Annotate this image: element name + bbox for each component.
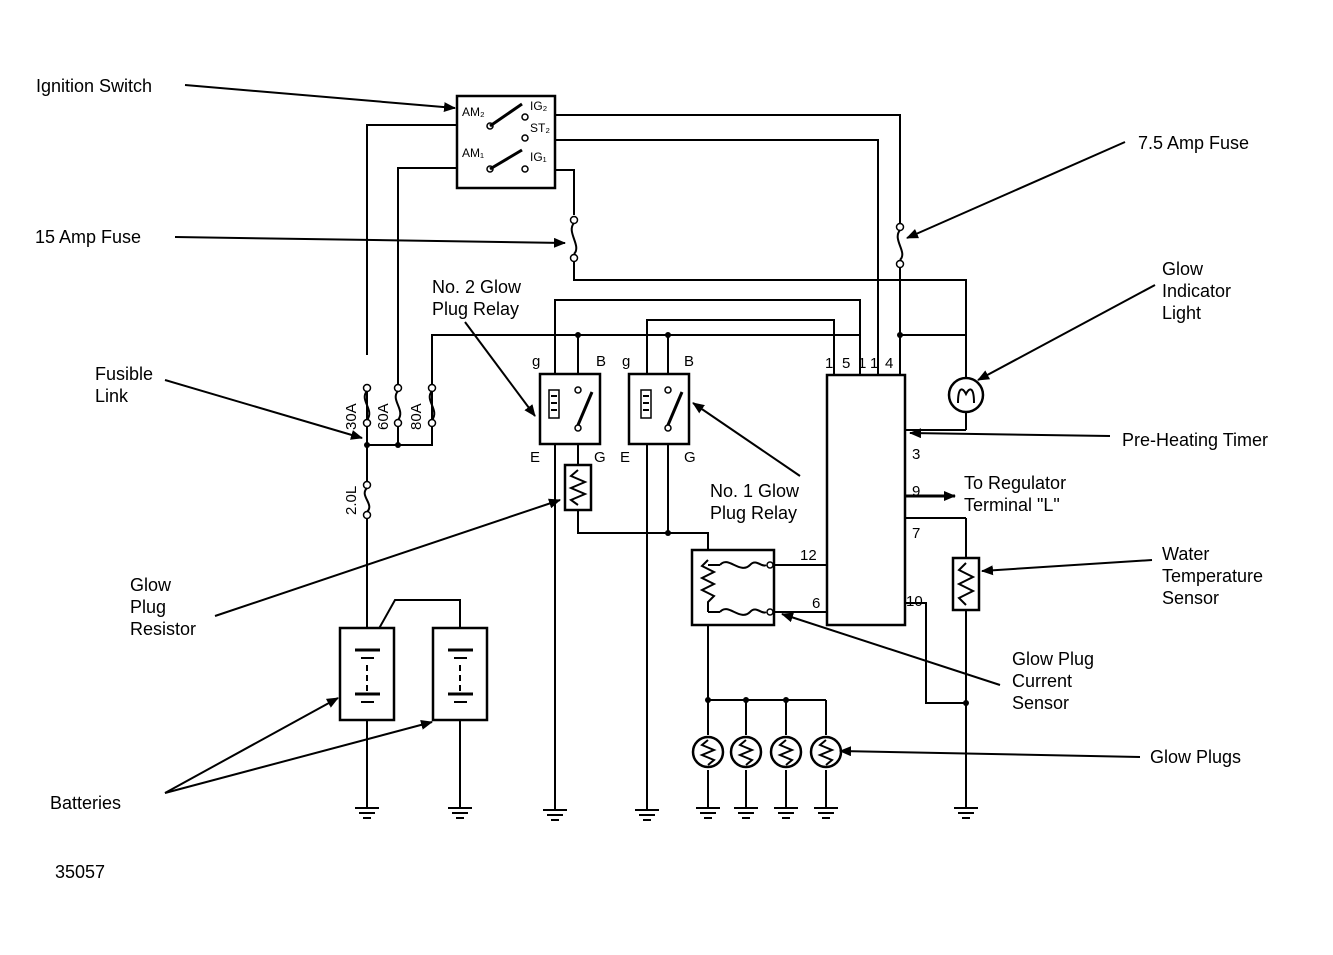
pin-7-label: 7 [912,525,920,542]
ground-icon [696,807,720,819]
ground-icon [543,809,567,821]
glow-plug-icon [729,735,763,769]
leader-arrows [164,84,1156,794]
ground-icon [635,809,659,821]
fuse-15-amp [569,215,579,263]
pin-4-label: 4 [885,355,893,372]
pin-11a-label: 1 [858,355,866,372]
pin-12-label: 12 [800,547,817,564]
pin-3-label: 3 [912,446,920,463]
pin-11b-label: 1 [870,355,878,372]
relay2-e-label: E [530,449,540,466]
callout-labels: Ignition Switch 7.5 Amp Fuse 15 Amp Fuse… [35,76,1268,882]
water-temp-label-line2: Temperature [1162,566,1263,586]
relay2-b-label: B [596,353,606,370]
pin-10-label: 10 [906,593,923,610]
no2-relay-label-line2: Plug Relay [432,299,519,319]
glow-indicator-label-line2: Indicator [1162,281,1231,301]
glow-plug-current-sensor [690,548,776,627]
fusible-60a-label: 60A [375,403,392,430]
fuse-7-5-amp [895,222,905,269]
no2-glow-plug-relay: g B E G [530,353,606,466]
ground-symbols [355,807,978,821]
fusible-30a-label: 30A [343,403,360,430]
fusible-link-label-line2: Link [95,386,129,406]
pin-1-label: 1 [825,355,833,372]
relay1-g-label: g [622,353,630,370]
timer-pin-labels: 1 5 1 1 4 3 9 7 12 6 10 [800,355,923,612]
pin-9-label: 9 [912,483,920,500]
wires [366,114,967,810]
figure-number: 35057 [55,862,105,882]
water-temperature-sensor [951,556,981,612]
st2-terminal-label: ST₂ [530,121,550,135]
pre-heating-timer [825,373,907,627]
pre-heating-timer-label: Pre-Heating Timer [1122,430,1268,450]
ground-icon [355,807,379,819]
ig1-terminal-label: IG₁ [530,150,547,164]
relay2-g-label: g [532,353,540,370]
glow-plugs-label: Glow Plugs [1150,747,1241,767]
ignition-switch: AM₂ IG₂ ST₂ AM₁ IG₁ [455,94,557,190]
glow-indicator-label-line3: Light [1162,303,1201,323]
no1-glow-plug-relay: g B E G [620,353,696,466]
pin-6-label: 6 [812,595,820,612]
glow-plug-icon [769,735,803,769]
resistor-label-line1: Glow [130,575,172,595]
current-sensor-label-line2: Current [1012,671,1072,691]
to-regulator-label-line1: To Regulator [964,473,1066,493]
battery-1 [338,626,396,722]
ground-icon [774,807,798,819]
glow-plug-icon [809,735,843,769]
relay2-G-label: G [594,449,606,466]
fusible-links: 30A 60A 80A 2.0L [343,383,437,520]
ignition-switch-label: Ignition Switch [36,76,152,96]
batteries-label: Batteries [50,793,121,813]
water-temp-label-line3: Sensor [1162,588,1219,608]
fusible-80a-label: 80A [408,403,425,430]
fuse-7-5-label: 7.5 Amp Fuse [1138,133,1249,153]
water-temp-label-line1: Water [1162,544,1209,564]
glow-plugs [691,735,843,769]
resistor-label-line2: Plug [130,597,166,617]
no1-relay-label-line2: Plug Relay [710,503,797,523]
ig2-terminal-label: IG₂ [530,99,548,113]
relay1-G-label: G [684,449,696,466]
glow-plug-resistor [563,463,593,512]
pin-5-label: 5 [842,355,850,372]
fusible-link-label-line1: Fusible [95,364,153,384]
to-regulator-label-line2: Terminal "L" [964,495,1060,515]
fusible-2-0l-label: 2.0L [343,486,360,515]
junction-dots [364,332,969,706]
ground-icon [448,807,472,819]
glow-plug-icon [691,735,725,769]
ground-icon [734,807,758,819]
am2-terminal-label: AM₂ [462,105,485,119]
no2-relay-label-line1: No. 2 Glow [432,277,522,297]
fuse-15-label: 15 Amp Fuse [35,227,141,247]
current-sensor-label-line1: Glow Plug [1012,649,1094,669]
battery-2 [431,626,489,722]
no1-relay-label-line1: No. 1 Glow [710,481,800,501]
resistor-label-line3: Resistor [130,619,196,639]
am1-terminal-label: AM₁ [462,146,484,160]
current-sensor-label-line3: Sensor [1012,693,1069,713]
relay1-b-label: B [684,353,694,370]
glow-indicator-lamp-icon [947,376,985,414]
glow-indicator-label-line1: Glow [1162,259,1204,279]
ground-icon [814,807,838,819]
relay1-e-label: E [620,449,630,466]
ground-icon [954,807,978,819]
